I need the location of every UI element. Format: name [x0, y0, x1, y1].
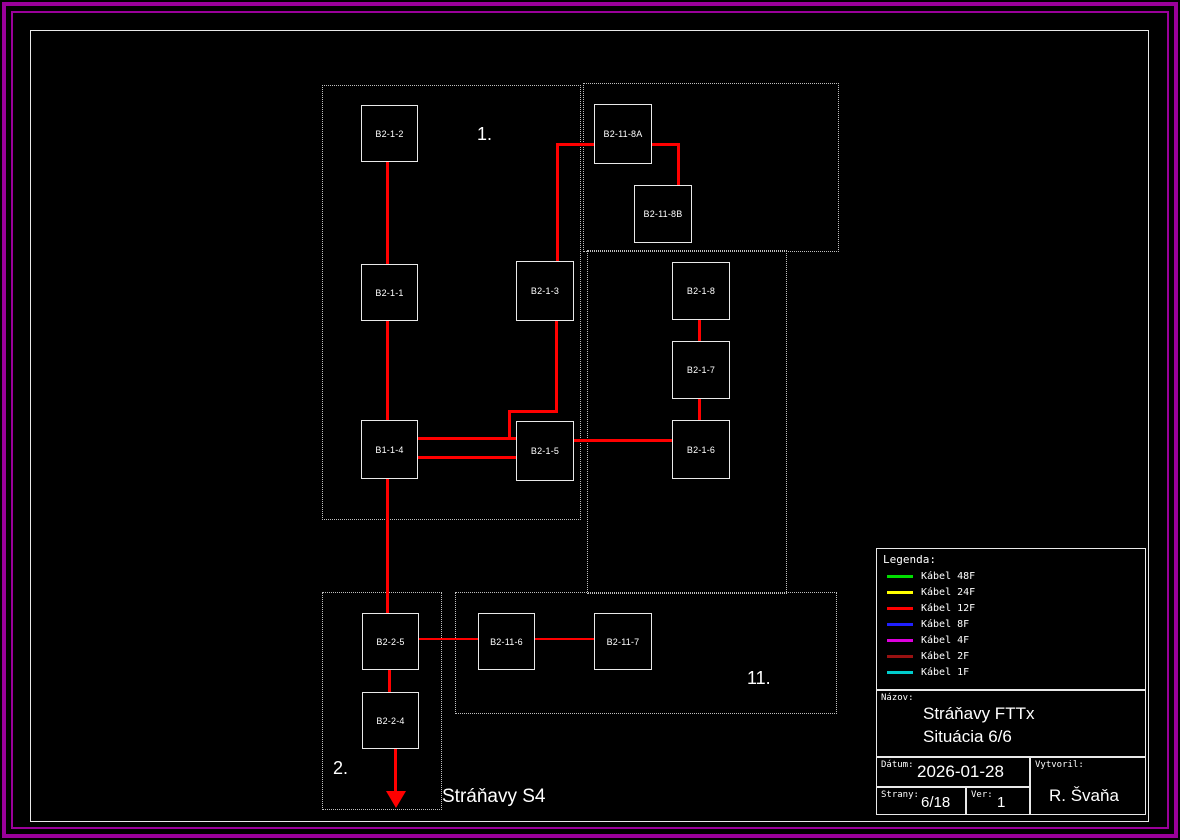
- cable-48f-swatch: [887, 574, 913, 578]
- cable-12f-swatch: [887, 606, 913, 610]
- node-b2-11-8b: B2-11-8B: [634, 185, 692, 243]
- flow-arrow-icon: [386, 791, 406, 808]
- node-b2-1-8: B2-1-8: [672, 262, 730, 320]
- vytvoril-value: R. Švaňa: [1049, 786, 1119, 805]
- legend-item-label: Kábel 2F: [921, 650, 970, 662]
- strany-label: Strany:: [881, 790, 919, 800]
- strany-value: 6/18: [921, 794, 951, 811]
- nazov-label: Názov:: [881, 693, 914, 703]
- zone-2-label: 2.: [333, 758, 349, 778]
- vytvoril-label: Vytvoril:: [1035, 760, 1084, 770]
- node-b2-1-6: B2-1-6: [672, 420, 730, 479]
- legend-title: Legenda:: [883, 553, 936, 566]
- cable-4f-swatch: [887, 638, 913, 642]
- cable-12f-segment: [386, 318, 389, 422]
- node-b2-2-4: B2-2-4: [362, 692, 419, 749]
- cable-12f-segment: [556, 143, 596, 146]
- node-b2-1-7: B2-1-7: [672, 341, 730, 399]
- node-b2-1-1: B2-1-1: [361, 264, 418, 321]
- zone-right-boundary: [587, 250, 787, 594]
- cable-12f-segment: [388, 667, 391, 694]
- zone-1-boundary: [322, 85, 581, 520]
- legend-item: Kábel 8F: [877, 616, 1145, 632]
- node-b2-2-5: B2-2-5: [362, 613, 419, 670]
- cable-12f-segment: [415, 437, 518, 440]
- ver-label: Ver:: [971, 790, 993, 800]
- legend-item-label: Kábel 48F: [921, 570, 976, 582]
- cable-2f-swatch: [887, 654, 913, 658]
- cable-8f-swatch: [887, 622, 913, 626]
- zone-2-boundary: [322, 592, 442, 810]
- datum-label: Dátum:: [881, 760, 914, 770]
- drawing-frame: [30, 30, 1149, 822]
- cable-12f-segment: [386, 160, 389, 266]
- legend-item: Kábel 48F: [877, 568, 1145, 584]
- exit-destination-label: Stráňavy S4: [442, 786, 546, 807]
- legend-item: Kábel 24F: [877, 584, 1145, 600]
- title-block-author-cell: Vytvoril: R. Švaňa: [1030, 757, 1146, 815]
- legend-item-label: Kábel 4F: [921, 634, 970, 646]
- cable-12f-segment: [677, 143, 680, 187]
- cable-24f-swatch: [887, 590, 913, 594]
- title-block-pages-cell: Strany: 6/18: [876, 787, 966, 815]
- node-b2-1-3: B2-1-3: [516, 261, 574, 321]
- cable-12f-segment: [508, 410, 558, 413]
- node-b2-11-7: B2-11-7: [594, 613, 652, 670]
- zone-11-label: 11.: [747, 668, 771, 688]
- cable-12f-segment: [386, 475, 389, 615]
- zone-1-label: 1.: [477, 124, 493, 144]
- legend-item: Kábel 12F: [877, 600, 1145, 616]
- cable-12f-segment: [416, 638, 479, 640]
- cable-12f-segment: [556, 143, 559, 264]
- legend-item-label: Kábel 24F: [921, 586, 976, 598]
- legend-item-label: Kábel 1F: [921, 666, 970, 678]
- node-b1-1-4: B1-1-4: [361, 420, 418, 479]
- title-block-date-cell: Dátum: 2026-01-28: [876, 757, 1030, 787]
- legend-panel: Legenda: Kábel 48F Kábel 24F Kábel 12F K…: [876, 548, 1146, 690]
- cable-12f-segment: [648, 143, 680, 146]
- node-b2-11-8a: B2-11-8A: [594, 104, 652, 164]
- legend-item: Kábel 4F: [877, 632, 1145, 648]
- node-b2-1-5: B2-1-5: [516, 421, 574, 481]
- legend-item: Kábel 2F: [877, 648, 1145, 664]
- datum-value: 2026-01-28: [917, 762, 1004, 781]
- zone-top-right-boundary: [583, 83, 839, 252]
- ver-value: 1: [997, 794, 1006, 811]
- cable-12f-segment: [394, 746, 397, 794]
- cable-12f-segment: [532, 638, 596, 640]
- cable-12f-segment: [415, 456, 518, 459]
- cable-1f-swatch: [887, 670, 913, 674]
- cable-12f-segment: [508, 410, 511, 440]
- legend-item: Kábel 1F: [877, 664, 1145, 680]
- cable-12f-segment: [698, 317, 701, 343]
- legend-item-label: Kábel 12F: [921, 602, 976, 614]
- cable-12f-segment: [571, 439, 674, 442]
- title-block-name-cell: Názov: Stráňavy FTTx Situácia 6/6: [876, 690, 1146, 757]
- node-b2-11-6: B2-11-6: [478, 613, 535, 670]
- project-title: Stráňavy FTTx: [923, 704, 1035, 723]
- cable-12f-segment: [555, 318, 558, 412]
- title-block-version-cell: Ver: 1: [966, 787, 1030, 815]
- legend-item-label: Kábel 8F: [921, 618, 970, 630]
- node-b2-1-2: B2-1-2: [361, 105, 418, 162]
- zone-11-boundary: [455, 592, 837, 714]
- cable-12f-segment: [698, 395, 701, 422]
- project-subtitle: Situácia 6/6: [923, 727, 1012, 746]
